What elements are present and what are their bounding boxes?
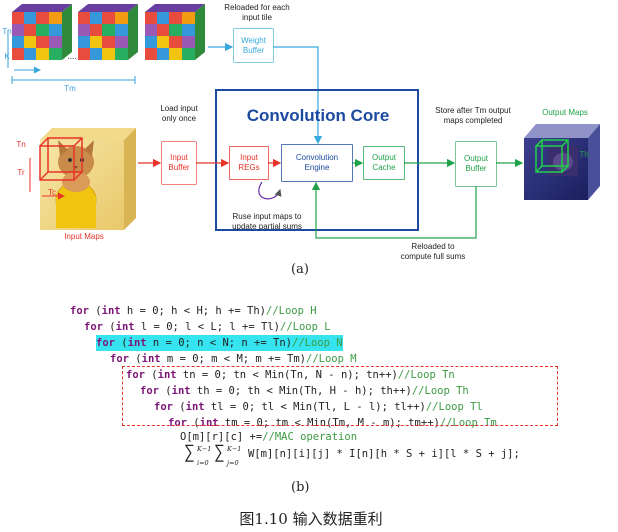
- reuse-loop-arrow: [258, 181, 282, 200]
- output-maps-label: Output Maps: [542, 108, 588, 117]
- sum-i-lower: i=0: [197, 459, 209, 467]
- sum-j-upper: K−1: [227, 445, 242, 453]
- input-maps-label: Input Maps: [64, 232, 104, 241]
- code-line-mac: O[m][r][c] +=//MAC operation: [180, 431, 358, 443]
- reuse-input-label: Ruse input maps to update partial sums: [232, 212, 302, 231]
- inner-loops-dashed-box: [122, 366, 558, 426]
- tn-label-weights: Tn: [2, 27, 12, 36]
- code-line-sum: ∑ K−1 i=0 ∑ K−1 j=0 W[m][n][i][j] * I[n]…: [184, 442, 520, 468]
- caption-b: (b): [291, 480, 310, 495]
- dots-label: ....: [67, 52, 77, 61]
- code-line-loop-m: for (int m = 0; m < M; m += Tm)//Loop M: [110, 353, 357, 365]
- reloaded-compute-label: Reloaded to compute full sums: [400, 242, 466, 261]
- code-line-loop-l: for (int l = 0; l < L; l += Tl)//Loop L: [84, 321, 331, 333]
- sum-symbol-i: ∑: [184, 442, 195, 463]
- convolution-core-box: [215, 89, 419, 231]
- load-input-once-label: Load input only once: [160, 104, 198, 123]
- weight-tile-3: [145, 4, 205, 60]
- code-line-loop-th: for (int th = 0; th < Min(Th, H - h); th…: [140, 385, 469, 397]
- tm-label: Tm: [64, 84, 76, 93]
- tc-label: Tc: [48, 188, 56, 197]
- conv-engine: Convolution Engine: [282, 145, 352, 181]
- output-maps-cube: [524, 124, 600, 200]
- tn-label-inputs: Tn: [16, 140, 26, 149]
- sum-symbol-j: ∑: [214, 442, 225, 463]
- output-cache: Output Cache: [364, 147, 404, 179]
- input-maps-cube: [39, 128, 136, 230]
- weight-buffer: Weight Buffer: [234, 29, 273, 62]
- sum-j-lower: j=0: [227, 459, 239, 467]
- weight-to-engine-arrow: [273, 46, 323, 145]
- reload-loop-arrow: [311, 181, 477, 239]
- core-title: Convolution Core: [246, 106, 390, 125]
- weight-tile-2: [78, 4, 138, 60]
- code-line-loop-tn: for (int tn = 0; tn < Min(Tn, N - n); tn…: [126, 369, 455, 381]
- architecture-diagram: [7, 4, 600, 239]
- store-after-label: Store after Tm output maps completed: [435, 106, 511, 125]
- code-line-loop-tl: for (int tl = 0; tl < Min(Tl, L - l); tl…: [154, 401, 483, 413]
- reloaded-each-tile-label: Reloaded for each input tile: [224, 3, 290, 22]
- mac-expression: W[m][n][i][j] * I[n][h * S + i][l * S + …: [248, 448, 520, 460]
- code-line-loop-n: for (int n = 0; n < N; n += Tn)//Loop N: [96, 335, 343, 351]
- code-line-loop-h: for (int h = 0; h < H; h += Th)//Loop H: [70, 305, 317, 317]
- k-label: K: [4, 52, 10, 61]
- input-buffer: Input Buffer: [162, 142, 196, 184]
- code-line-loop-tm: for (int tm = 0; tm < Min(Tm, M - m); tm…: [168, 417, 497, 429]
- th-label: Th: [579, 150, 589, 159]
- sum-i-upper: K−1: [197, 445, 212, 453]
- figure-caption: 图1.10 输入数据重利用: [239, 510, 383, 532]
- weight-tile-1: [12, 4, 72, 60]
- caption-a: (a): [291, 262, 309, 277]
- input-regs: Input REGs: [230, 147, 268, 179]
- tr-label: Tr: [17, 168, 25, 177]
- output-buffer: Output Buffer: [456, 142, 496, 186]
